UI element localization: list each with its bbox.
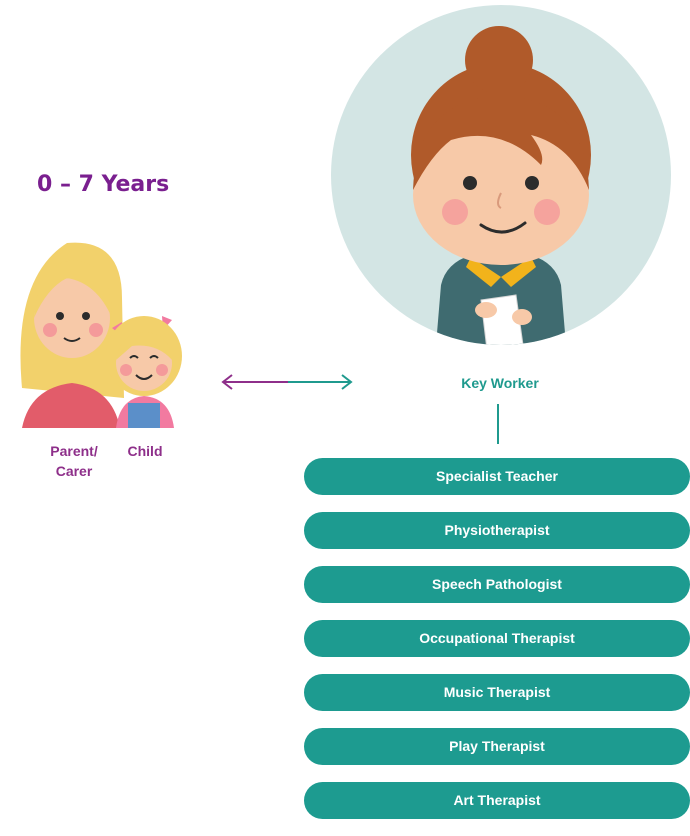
role-physiotherapist[interactable]: Physiotherapist xyxy=(304,512,690,549)
role-play-therapist[interactable]: Play Therapist xyxy=(304,728,690,765)
child-label: Child xyxy=(127,443,163,459)
age-range-title: 0 – 7 Years xyxy=(37,172,170,197)
role-specialist-teacher[interactable]: Specialist Teacher xyxy=(304,458,690,495)
two-way-arrow xyxy=(218,370,358,394)
role-speech-pathologist[interactable]: Speech Pathologist xyxy=(304,566,690,603)
role-art-therapist[interactable]: Art Therapist xyxy=(304,782,690,819)
role-music-therapist[interactable]: Music Therapist xyxy=(304,674,690,711)
therapist-list: Specialist Teacher Physiotherapist Speec… xyxy=(304,458,690,836)
role-occupational-therapist[interactable]: Occupational Therapist xyxy=(304,620,690,657)
parent-child-illustration xyxy=(12,238,202,428)
key-worker-illustration xyxy=(331,5,671,345)
parent-carer-label: Parent/ Carer xyxy=(50,443,98,479)
connector-line xyxy=(497,404,499,444)
key-worker-label: Key Worker xyxy=(461,375,539,391)
